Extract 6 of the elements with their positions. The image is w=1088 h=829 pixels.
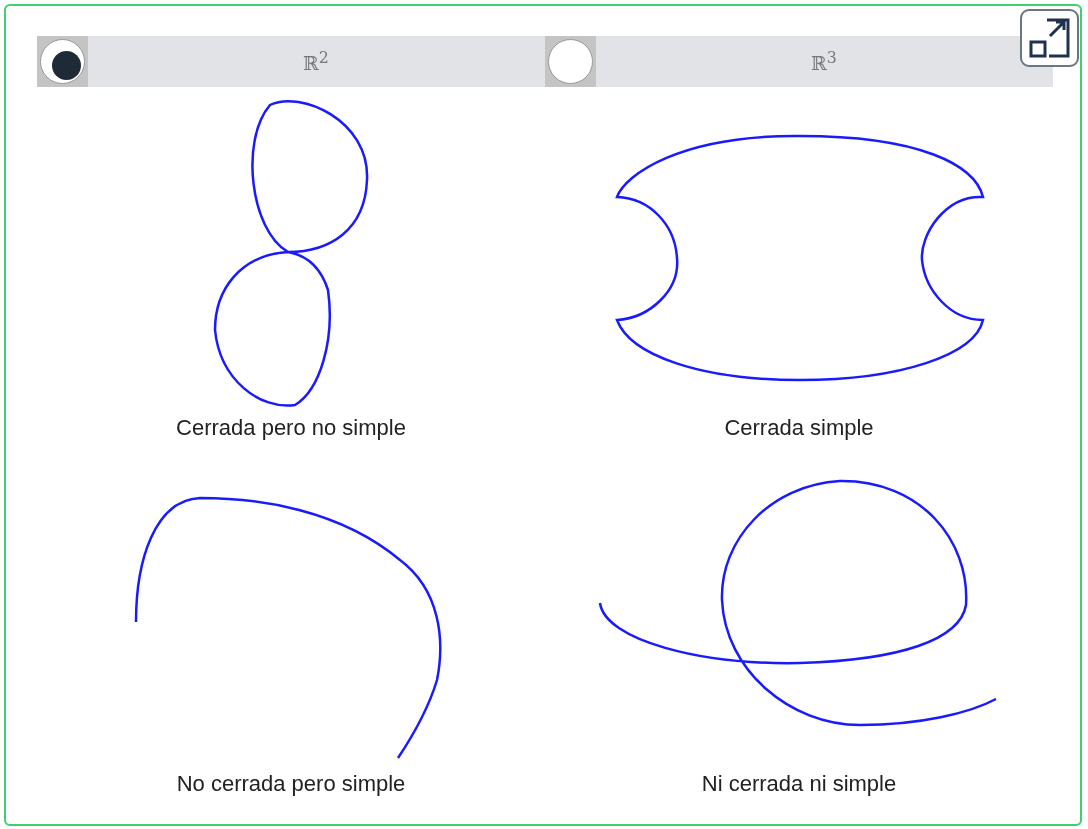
curve-caption: Ni cerrada ni simple [701, 771, 897, 797]
curve-caption: Cerrada simple [724, 415, 874, 441]
tab-label: ℝ$^{2}$ [303, 48, 329, 75]
tab-label: ℝ$^{3}$ [811, 48, 837, 75]
curve-caption: Cerrada pero no simple [176, 415, 406, 441]
curve-caption: No cerrada pero simple [176, 771, 406, 797]
